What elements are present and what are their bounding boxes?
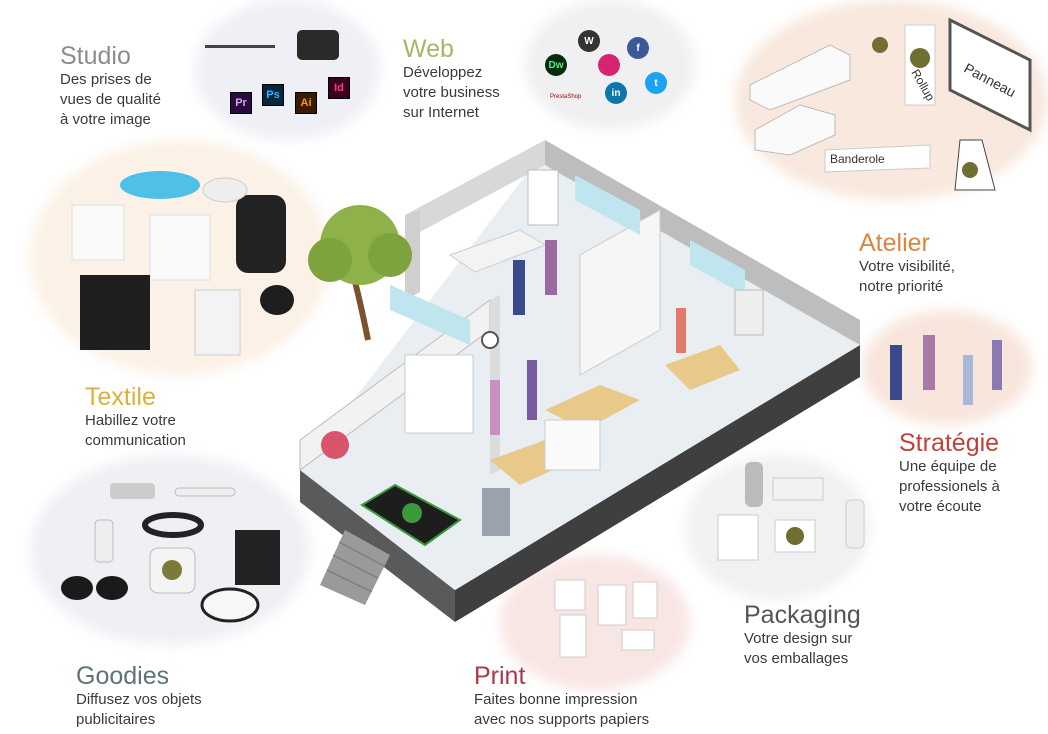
textile-title: Textile [85,383,156,411]
tree [308,205,412,341]
banderole-label: Banderole [830,152,885,166]
wordpress-icon: W [578,30,600,52]
studio-cloud [195,0,380,140]
drone-icon [205,45,275,68]
web-line: sur Internet [403,104,479,121]
print-cloud [500,555,690,690]
strategie-line: Une équipe de [899,458,997,475]
atelier-line: notre priorité [859,278,944,295]
prestashop-icon: PrestaShop [550,94,582,100]
packaging-line: vos emballages [744,650,849,667]
atelier-items [749,17,1032,191]
dreamweaver-icon: Dw [545,54,567,76]
atelier-line: Votre visibilité, [859,258,955,275]
studio-title: Studio [60,42,131,70]
strategie-line: professionels à [899,478,1000,495]
print-line: Faites bonne impression [474,691,638,708]
studio-line: à votre image [60,111,151,128]
linkedin-icon: in [605,82,627,104]
textile-items [71,171,294,356]
premiere-icon: Pr [230,92,252,114]
photoshop-icon: Ps [262,84,284,106]
section-studio: Studio Des prises de vues de qualité à v… [60,42,161,130]
facebook-icon: f [627,37,649,59]
section-strategie: Stratégie Une équipe de professionels à … [899,429,1000,517]
instagram-icon [598,54,620,76]
section-textile: Textile Habillez votre communication [85,383,186,451]
people [490,240,1002,435]
goodies-line: publicitaires [76,711,156,728]
section-print: Print Faites bonne impression avec nos s… [474,662,649,730]
atelier-title: Atelier [859,229,930,257]
strategie-title: Stratégie [899,429,1000,457]
section-goodies: Goodies Diffusez vos objets publicitaire… [76,662,202,730]
indesign-icon: Id [328,77,350,99]
web-line: Développez [403,64,483,81]
section-atelier: Atelier Votre visibilité, notre priorité [859,229,955,297]
goodies-items [61,483,280,623]
studio-line: Des prises de [60,71,152,88]
print-line: avec nos supports papiers [474,711,650,728]
stairs [320,530,390,605]
studio-line: vues de qualité [60,91,161,108]
web-title: Web [403,35,454,63]
textile-line: Habillez votre [85,412,176,429]
print-title: Print [474,662,526,690]
camera-icon [297,30,339,60]
section-packaging: Packaging Votre design sur vos emballage… [744,601,861,669]
goodies-title: Goodies [76,662,170,690]
section-web: Web Développez votre business sur Intern… [403,35,500,123]
furniture [321,169,764,547]
twitter-icon: t [645,72,667,94]
packaging-line: Votre design sur [744,630,853,647]
illustrator-icon: Ai [295,92,317,114]
strategie-line: votre écoute [899,498,982,515]
packaging-items [717,462,865,561]
web-line: votre business [403,84,500,101]
goodies-line: Diffusez vos objets [76,691,202,708]
print-items [554,579,658,658]
walls [299,140,860,475]
packaging-title: Packaging [744,601,861,629]
textile-line: communication [85,432,186,449]
